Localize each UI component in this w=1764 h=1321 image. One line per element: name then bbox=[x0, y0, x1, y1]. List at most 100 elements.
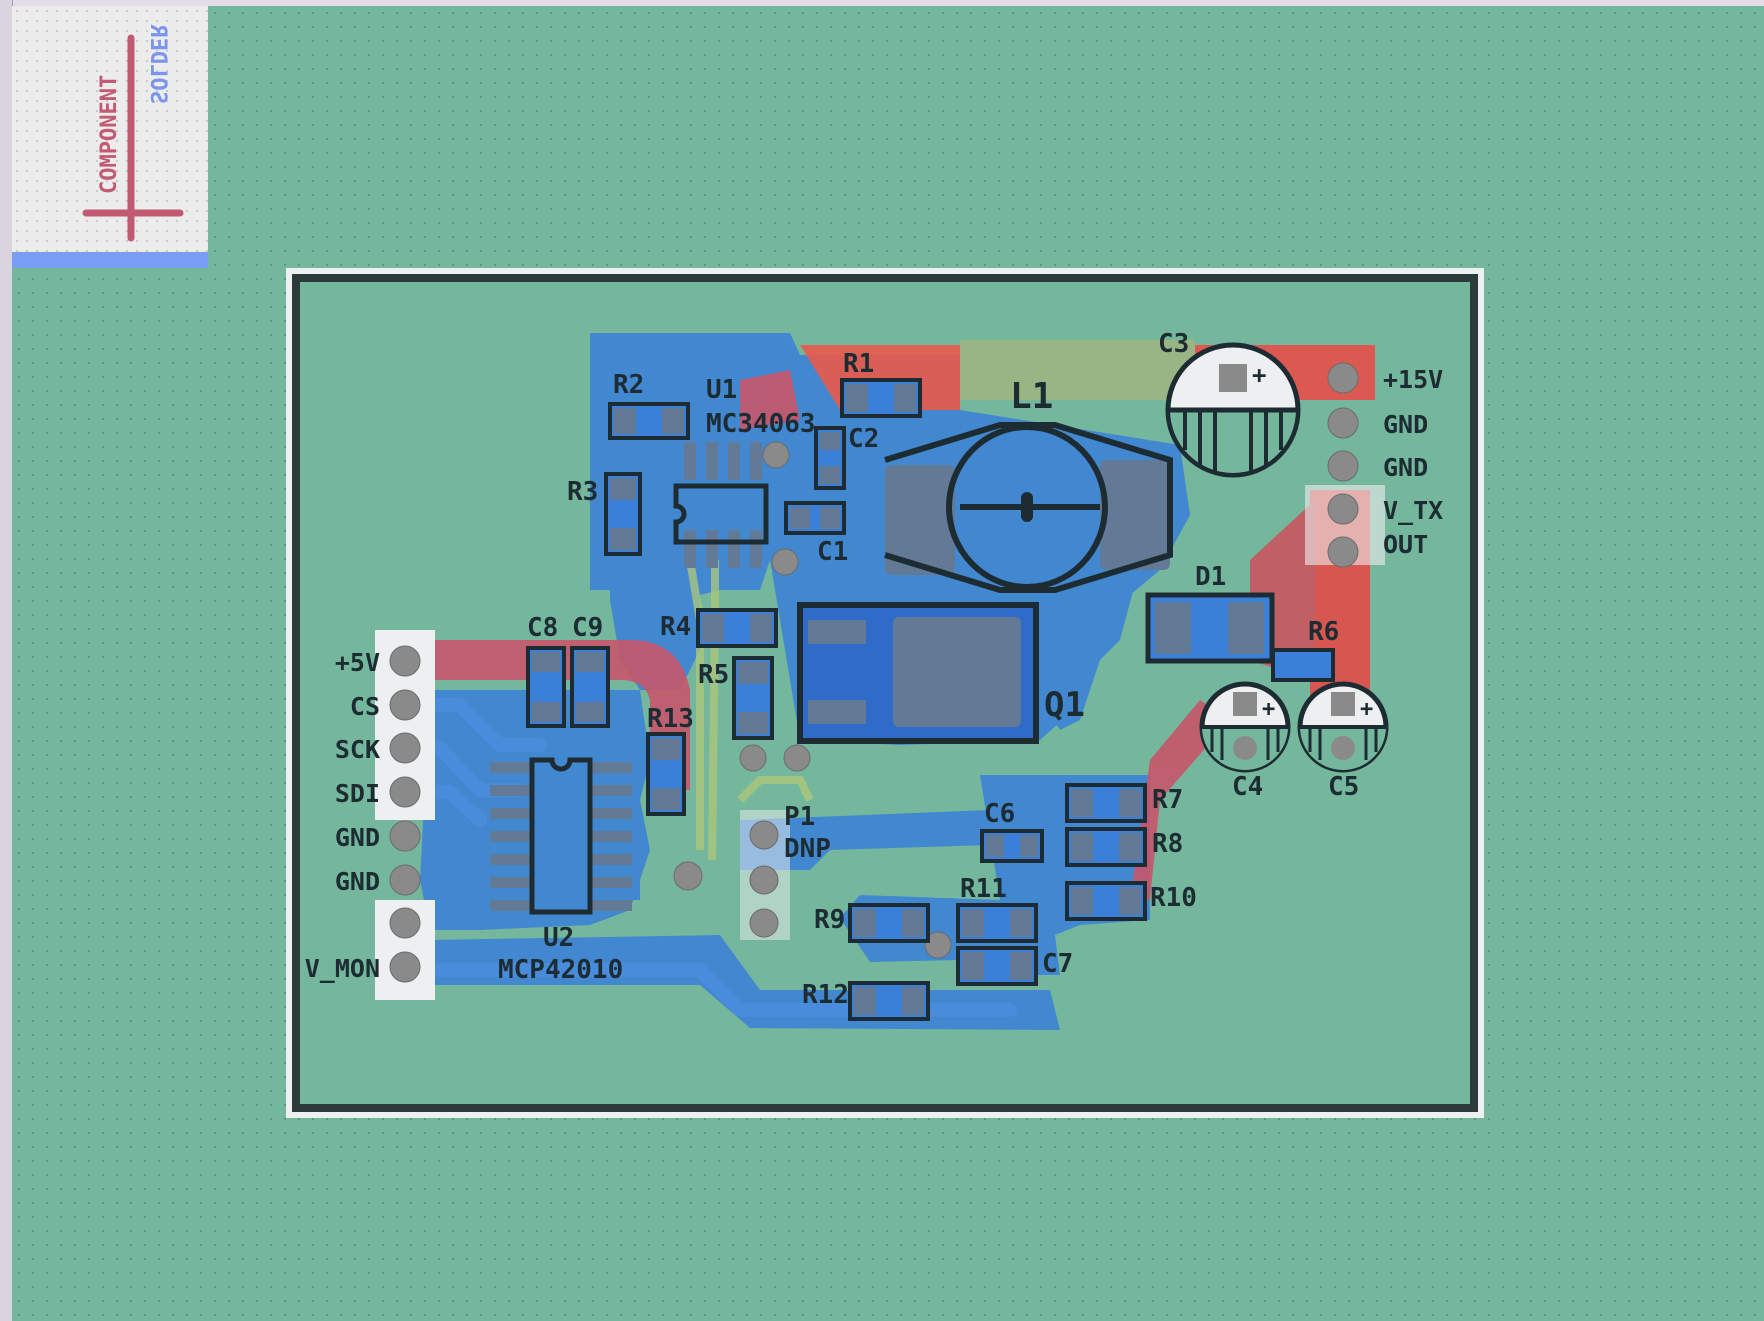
label-r8: R8 bbox=[1152, 829, 1183, 859]
c4-pad-plus[interactable] bbox=[1233, 692, 1257, 716]
pad-v-tx[interactable] bbox=[1327, 493, 1359, 525]
q1-pad-2[interactable] bbox=[808, 700, 866, 724]
label-c8: C8 bbox=[527, 613, 558, 643]
label-c3: C3 bbox=[1158, 329, 1189, 359]
component-layer-label: COMPONENT bbox=[97, 75, 122, 194]
connector-left-label: +5V bbox=[335, 648, 380, 677]
top-trace-5v bbox=[380, 640, 690, 790]
pad-gnd-r2[interactable] bbox=[1327, 450, 1359, 482]
connector-left-label: V_MON bbox=[305, 954, 380, 983]
d1-pad-cathode[interactable] bbox=[1155, 602, 1191, 654]
via-r5-a[interactable] bbox=[739, 744, 767, 772]
diode-d1 bbox=[1145, 592, 1275, 664]
label-r13: R13 bbox=[647, 704, 694, 734]
smd-pads bbox=[532, 384, 1141, 1015]
u1-outline bbox=[673, 483, 769, 545]
c4-pad-minus[interactable] bbox=[1233, 736, 1257, 760]
label-q1: Q1 bbox=[1044, 685, 1085, 725]
label-p1-value: DNP bbox=[784, 834, 831, 864]
board-outline bbox=[292, 274, 1478, 1112]
pad-sdi[interactable] bbox=[389, 776, 421, 808]
connector-left-label: SDI bbox=[335, 779, 380, 808]
c3-hatch bbox=[1183, 410, 1283, 472]
pad-v-mon[interactable] bbox=[389, 951, 421, 983]
label-c9: C9 bbox=[572, 613, 603, 643]
label-r11: R11 bbox=[960, 874, 1007, 904]
label-r10: R10 bbox=[1150, 883, 1197, 913]
connector-left-label: SCK bbox=[335, 735, 380, 764]
pad-gnd-1[interactable] bbox=[389, 820, 421, 852]
pad-out[interactable] bbox=[1327, 536, 1359, 568]
inductor-l1 bbox=[884, 422, 1173, 593]
label-d1: D1 bbox=[1195, 562, 1226, 592]
c3-pad-plus[interactable] bbox=[1219, 364, 1247, 392]
top-trace-l1 bbox=[960, 340, 1195, 400]
q1-tab-pad[interactable] bbox=[893, 617, 1021, 727]
pad-unlabeled[interactable] bbox=[389, 907, 421, 939]
connector-left-labels: +5V CS SCK SDI GND GND V_MON bbox=[305, 648, 380, 983]
pad-sck[interactable] bbox=[389, 732, 421, 764]
ic-u1 bbox=[673, 442, 769, 568]
pad-gnd-r1[interactable] bbox=[1327, 407, 1359, 439]
top-trace-r7-c4 bbox=[1130, 700, 1230, 900]
pad-p1-3[interactable] bbox=[749, 908, 779, 938]
pad-15v[interactable] bbox=[1327, 362, 1359, 394]
label-r2: R2 bbox=[613, 370, 644, 400]
pad-via-1[interactable] bbox=[673, 861, 703, 891]
l1-outline bbox=[884, 422, 1173, 593]
label-r6: R6 bbox=[1308, 617, 1339, 647]
pad-gnd-2[interactable] bbox=[389, 864, 421, 896]
connector-right-label: +15V bbox=[1383, 365, 1443, 394]
via-u1[interactable] bbox=[762, 441, 790, 469]
c4-hatch bbox=[1210, 727, 1280, 760]
c5-hatch bbox=[1308, 727, 1378, 760]
r6-body[interactable] bbox=[1271, 648, 1335, 682]
c5-pad-minus[interactable] bbox=[1331, 736, 1355, 760]
label-r5: R5 bbox=[698, 660, 729, 690]
label-r7: R7 bbox=[1152, 785, 1183, 815]
u2-pins bbox=[490, 762, 632, 911]
layer-legend-graphic: COMPONENT SOLDER bbox=[82, 24, 184, 242]
label-r12: R12 bbox=[802, 980, 849, 1010]
label-r3: R3 bbox=[567, 477, 598, 507]
via-r5-b[interactable] bbox=[783, 744, 811, 772]
via-r9[interactable] bbox=[924, 931, 952, 959]
connector-left-label: GND bbox=[335, 867, 380, 896]
capacitor-c3: + bbox=[1165, 342, 1301, 478]
d1-pad-anode[interactable] bbox=[1228, 602, 1264, 654]
top-trace-u1-p1 bbox=[708, 560, 719, 861]
connector-right-label: GND bbox=[1383, 410, 1428, 439]
c5-pad-plus[interactable] bbox=[1331, 692, 1355, 716]
c4-plus-mark: + bbox=[1262, 697, 1275, 722]
l1-pad-right bbox=[1100, 460, 1170, 570]
solder-layer-strip bbox=[12, 252, 208, 268]
pad-cs[interactable] bbox=[389, 689, 421, 721]
label-l1: L1 bbox=[1010, 376, 1053, 417]
label-c5: C5 bbox=[1328, 772, 1359, 802]
pad-p1-2[interactable] bbox=[749, 865, 779, 895]
pad-5v[interactable] bbox=[389, 645, 421, 677]
l1-center-mark bbox=[1021, 492, 1033, 522]
label-u2-value: MCP42010 bbox=[498, 955, 623, 985]
top-ruler bbox=[0, 0, 1764, 6]
label-c4: C4 bbox=[1232, 772, 1263, 802]
top-trace-u1 bbox=[740, 370, 800, 430]
connector-right-label: GND bbox=[1383, 453, 1428, 482]
connector-left-label: CS bbox=[350, 692, 380, 721]
silkscreen-labels: R1 R2 R3 R4 R5 R6 R7 R8 R9 R10 R11 R12 R… bbox=[498, 329, 1359, 1010]
label-r9: R9 bbox=[814, 905, 845, 935]
c5-plus-mark: + bbox=[1360, 697, 1373, 722]
pad-p1-1[interactable] bbox=[749, 820, 779, 850]
q1-pad-1[interactable] bbox=[808, 620, 866, 644]
connector-right-label: OUT bbox=[1383, 530, 1428, 559]
label-c6: C6 bbox=[984, 799, 1015, 829]
top-trace-p1 bbox=[737, 776, 814, 803]
capacitor-c4: + bbox=[1199, 681, 1291, 773]
via-c1[interactable] bbox=[771, 548, 799, 576]
label-r1: R1 bbox=[843, 349, 874, 379]
c3-plus-mark: + bbox=[1252, 361, 1266, 389]
label-u1-value: MC34063 bbox=[706, 409, 816, 439]
transistor-q1 bbox=[797, 602, 1039, 744]
